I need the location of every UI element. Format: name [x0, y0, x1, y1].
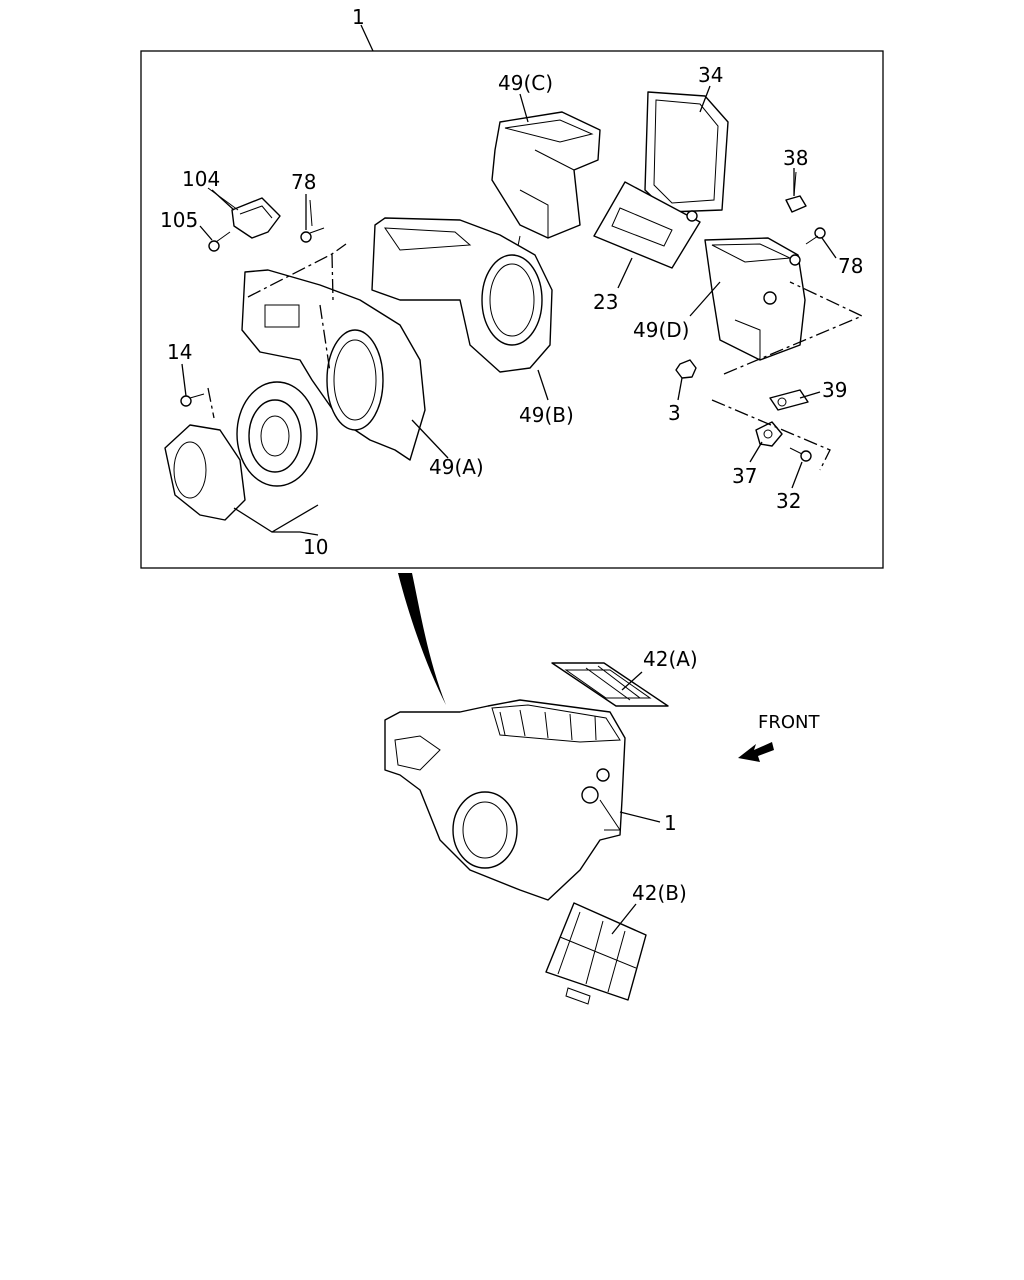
leader-assembly-top: [360, 24, 374, 52]
leader-49d: [689, 281, 721, 317]
leader-49c: [519, 93, 529, 123]
leader-37: [749, 441, 763, 463]
callout-10: 10: [303, 535, 328, 559]
filter-42b: [545, 902, 647, 1005]
assembled-unit: [384, 699, 626, 901]
callout-assembly-top: 1: [352, 5, 365, 29]
callout-39: 39: [822, 378, 847, 402]
front-label: FRONT: [758, 712, 820, 733]
duct-49c: [491, 111, 601, 247]
link-37: [755, 421, 783, 447]
leader-42b: [611, 903, 637, 935]
callout-49a: 49(A): [429, 455, 484, 479]
leader-105: [199, 225, 213, 241]
callout-34: 34: [698, 63, 723, 87]
gasket-34: [644, 91, 729, 213]
callout-49d: 49(D): [633, 318, 689, 342]
callout-37: 37: [732, 464, 757, 488]
callout-105: 105: [160, 208, 198, 232]
callout-49b: 49(B): [519, 403, 574, 427]
lever-39: [769, 389, 809, 411]
screw-14: [180, 393, 205, 407]
leader-49a: [411, 419, 449, 459]
leader-1: [619, 811, 661, 823]
case-49d: [704, 237, 806, 361]
callout-14: 14: [167, 340, 192, 364]
nut-3: [675, 359, 697, 379]
leader-14: [181, 363, 187, 397]
exploded-view-frame: [140, 50, 884, 569]
leader-32: [791, 461, 803, 489]
front-arrow-icon: [738, 742, 774, 762]
callout-3: 3: [668, 401, 681, 425]
screw-32: [789, 447, 812, 462]
callout-1: 1: [664, 811, 677, 835]
callout-42b: 42(B): [632, 881, 687, 905]
leader-3: [677, 377, 683, 401]
leader-78-right: [821, 237, 837, 259]
callout-78-left: 78: [291, 170, 316, 194]
curved-pointer: [398, 573, 446, 705]
leader-49b: [537, 369, 549, 401]
leader-10: [233, 504, 319, 536]
leader-34: [699, 85, 711, 113]
filter-42a: [551, 662, 669, 707]
screw-105: [208, 231, 231, 252]
callout-49c: 49(C): [498, 71, 553, 95]
callout-78-right: 78: [838, 254, 863, 278]
callout-23: 23: [593, 290, 618, 314]
filter-plate-23: [593, 181, 701, 269]
callout-32: 32: [776, 489, 801, 513]
callout-38: 38: [783, 146, 808, 170]
screw-78-left: [300, 199, 325, 243]
housing-49a: [241, 269, 426, 461]
leader-104: [211, 189, 235, 211]
leader-39: [799, 391, 821, 399]
leader-23: [617, 257, 633, 289]
blower-motor-10: [164, 381, 318, 521]
housing-49b: [371, 217, 553, 373]
leader-42a: [621, 671, 643, 691]
callout-104: 104: [182, 167, 220, 191]
clip-38: [785, 171, 807, 213]
callout-42a: 42(A): [643, 647, 698, 671]
screw-78-right: [805, 227, 826, 245]
